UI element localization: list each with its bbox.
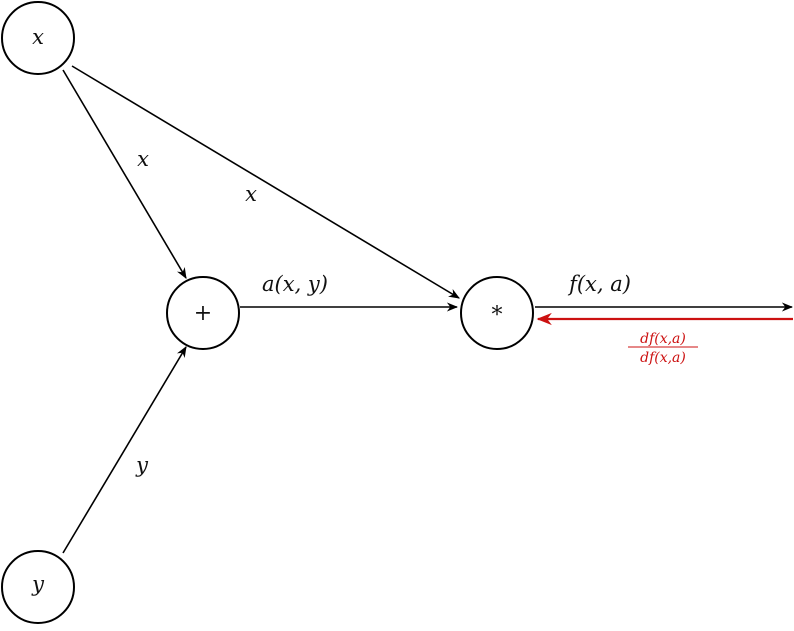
node-x-label: x <box>32 25 44 49</box>
edge-label-f: f(x, a) <box>567 272 631 296</box>
gradient-label: df(x,a) df(x,a) <box>628 331 698 366</box>
edge-x-to-times <box>71 65 460 299</box>
node-times-label: * <box>492 303 503 328</box>
edge-y-to-plus <box>62 346 187 554</box>
edge-x-to-plus <box>62 69 187 279</box>
node-plus-label: + <box>194 301 212 326</box>
edge-label-x-to-times: x <box>245 182 257 206</box>
node-plus: + <box>166 276 240 350</box>
gradient-numerator: df(x,a) <box>640 331 686 347</box>
node-x: x <box>1 1 75 75</box>
gradient-denominator: df(x,a) <box>640 350 686 366</box>
node-y: y <box>1 550 75 624</box>
node-times: * <box>460 276 534 350</box>
edge-label-a: a(x, y) <box>262 272 328 296</box>
node-y-label: y <box>31 572 45 596</box>
edge-label-y-to-plus: y <box>135 453 149 477</box>
edge-label-x-to-plus: x <box>137 147 149 171</box>
